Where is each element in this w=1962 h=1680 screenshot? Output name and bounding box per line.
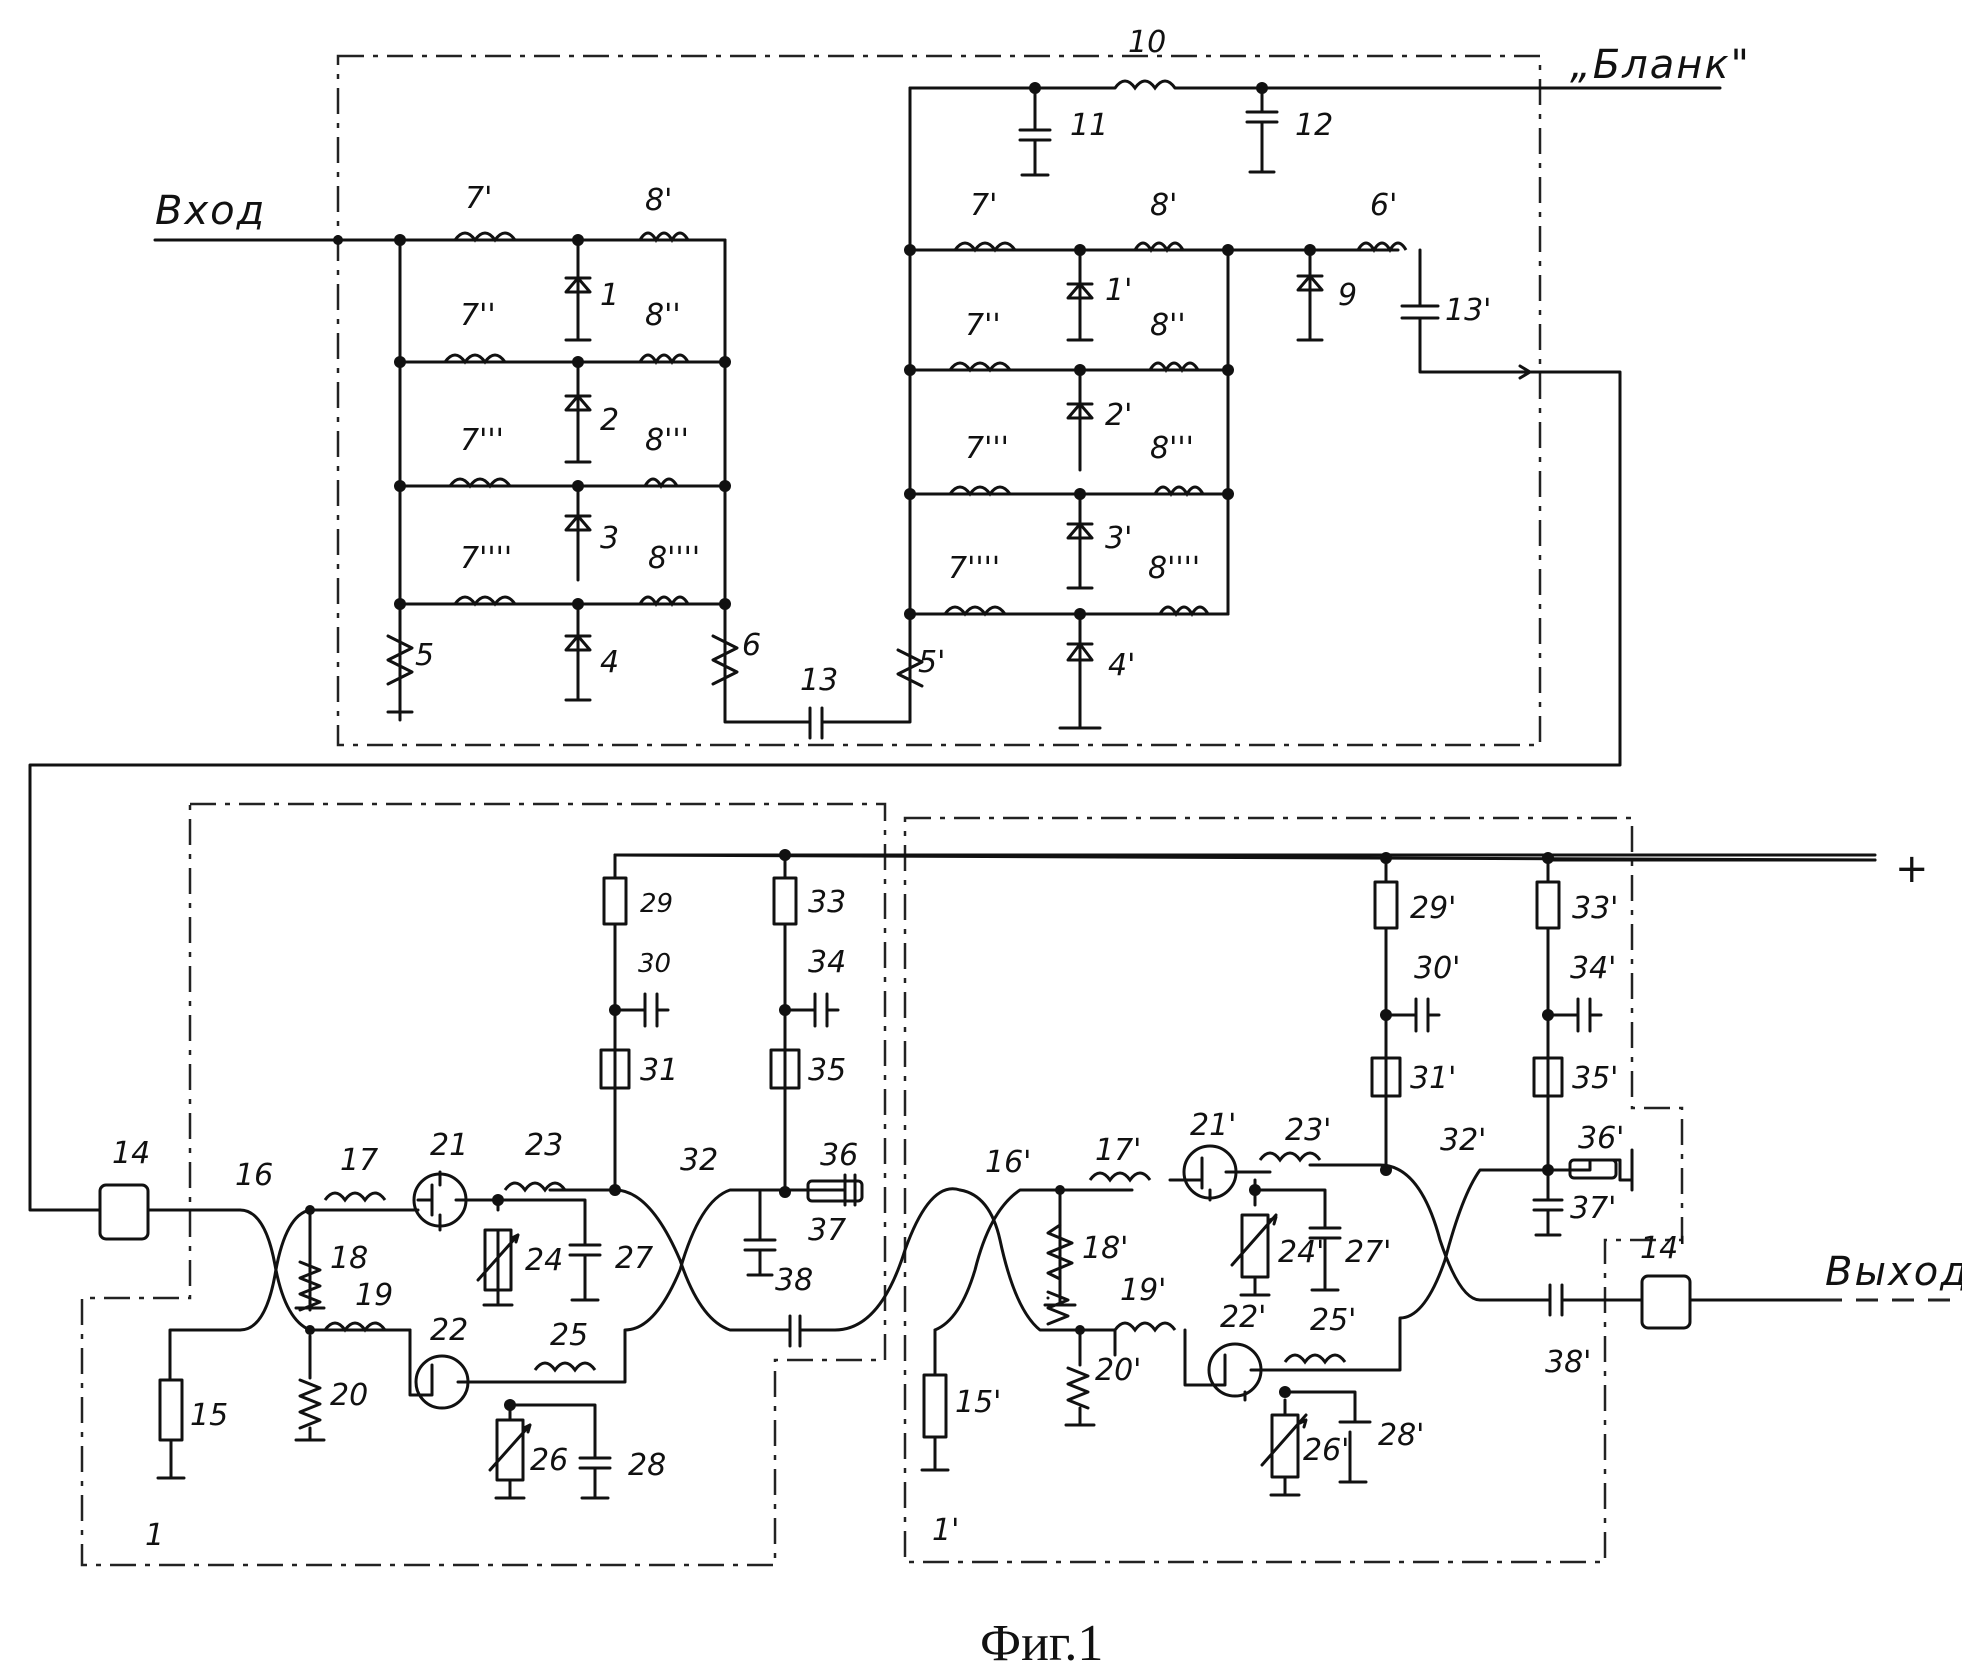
label-37: 37 [808, 1213, 846, 1248]
label-28p: 28' [1378, 1418, 1424, 1453]
label-15p: 15' [955, 1385, 1001, 1420]
label-16: 16 [235, 1158, 273, 1193]
label-34: 34 [808, 945, 846, 980]
label-8b: 8'' [645, 298, 681, 333]
label-18p: 18' [1082, 1231, 1128, 1266]
label-23: 23 [525, 1128, 563, 1163]
label-23p: 23' [1285, 1113, 1331, 1148]
label-21p: 21' [1190, 1108, 1236, 1143]
label-25: 25 [550, 1318, 588, 1353]
label-r8d: 8'''' [1148, 551, 1200, 586]
label-11: 11 [1070, 108, 1108, 143]
label-34p: 34' [1570, 951, 1616, 986]
label-20: 20 [330, 1378, 368, 1413]
plus-terminal-label: + [1895, 846, 1931, 892]
label-25p: 25' [1310, 1303, 1356, 1338]
stage-1-label: 1 [145, 1518, 164, 1553]
label-d3p: 3' [1105, 521, 1132, 556]
label-8a: 8' [645, 183, 672, 218]
label-5p: 5' [918, 645, 945, 680]
figure-caption: Фиг.1 [980, 1615, 1103, 1672]
label-19p: 19' [1120, 1273, 1166, 1308]
label-d2p: 2' [1105, 398, 1132, 433]
label-r7b: 7'' [965, 308, 1001, 343]
label-35: 35 [808, 1053, 846, 1088]
label-13: 13 [800, 663, 838, 698]
label-35p: 35' [1572, 1061, 1618, 1096]
label-14p: 14' [1640, 1231, 1686, 1266]
label-r7c: 7''' [965, 431, 1009, 466]
stage-2-label: 1' [932, 1513, 959, 1548]
label-10: 10 [1128, 25, 1166, 60]
label-r8a: 8' [1150, 188, 1177, 223]
label-27: 27 [615, 1241, 653, 1276]
label-d2: 2 [600, 403, 619, 438]
label-d4p: 4' [1108, 648, 1135, 683]
label-33: 33 [808, 885, 846, 920]
label-22p: 22' [1220, 1300, 1266, 1335]
label-17p: 17' [1095, 1133, 1141, 1168]
label-r8b: 8'' [1150, 308, 1186, 343]
label-r7a: 7' [970, 188, 997, 223]
stage-1-frame [82, 804, 885, 1565]
label-8c: 8''' [645, 423, 689, 458]
label-d3: 3 [600, 521, 619, 556]
label-38p: 38' [1545, 1345, 1591, 1380]
label-30p: 30' [1414, 951, 1460, 986]
blank-terminal-label: „Бланк" [1570, 42, 1751, 88]
label-32p: 32' [1440, 1123, 1486, 1158]
label-36p: 36' [1578, 1121, 1624, 1156]
label-36: 36 [820, 1138, 858, 1173]
top-block-frame [338, 56, 1540, 745]
label-20p: 20' [1095, 1353, 1141, 1388]
label-29p: 29' [1410, 891, 1456, 926]
label-18: 18 [330, 1241, 368, 1276]
label-27p: 27' [1345, 1235, 1391, 1270]
label-24p: 24' [1278, 1235, 1324, 1270]
label-7c: 7''' [460, 423, 504, 458]
label-7d: 7'''' [460, 541, 512, 576]
label-5: 5 [415, 638, 434, 673]
label-d1: 1 [600, 278, 619, 313]
label-9: 9 [1338, 278, 1357, 313]
label-26: 26 [530, 1443, 568, 1478]
label-17: 17 [340, 1143, 378, 1178]
output-terminal-label: Выход [1825, 1249, 1962, 1295]
label-31p: 31' [1410, 1061, 1456, 1096]
label-16p: 16' [985, 1145, 1031, 1180]
label-38: 38 [775, 1263, 813, 1298]
label-12: 12 [1295, 108, 1333, 143]
label-32: 32 [680, 1143, 718, 1178]
label-d1p: 1' [1105, 273, 1132, 308]
label-7b: 7'' [460, 298, 496, 333]
label-30: 30 [638, 949, 671, 979]
label-29: 29 [640, 889, 673, 919]
label-8d: 8'''' [648, 541, 700, 576]
label-22: 22 [430, 1313, 468, 1348]
label-7a: 7' [465, 181, 492, 216]
input-terminal-label: Вход [155, 188, 266, 234]
label-31: 31 [640, 1053, 678, 1088]
label-d4: 4 [600, 645, 619, 680]
label-13p: 13' [1445, 293, 1491, 328]
label-r8c: 8''' [1150, 431, 1194, 466]
label-19: 19 [355, 1278, 393, 1313]
label-37p: 37' [1570, 1191, 1616, 1226]
label-21: 21 [430, 1128, 468, 1163]
label-15: 15 [190, 1398, 228, 1433]
label-28: 28 [628, 1448, 666, 1483]
label-33p: 33' [1572, 891, 1618, 926]
label-24: 24 [525, 1243, 563, 1278]
label-6: 6 [742, 628, 761, 663]
label-6p: 6' [1370, 188, 1397, 223]
label-26p: 26' [1303, 1433, 1349, 1468]
label-r7d: 7'''' [948, 551, 1000, 586]
label-14: 14 [112, 1136, 150, 1171]
